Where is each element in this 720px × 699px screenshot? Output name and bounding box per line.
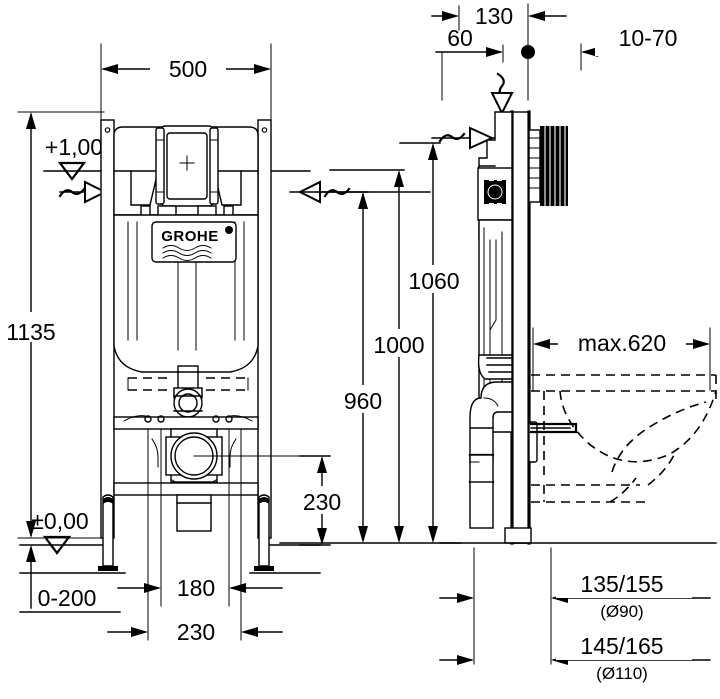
dim-height-1135: 1135: [2, 111, 105, 539]
level-marker-zero: ±0,00: [19, 508, 321, 555]
dim-label-1000: 1000: [373, 332, 424, 358]
flush-pipe-connection: [127, 365, 249, 418]
wall-reference-node: [521, 45, 535, 59]
dim-label-230-vertical: 230: [303, 489, 341, 515]
flush-outlet-side: [468, 354, 513, 529]
front-elevation-view: 500 1135 +1,00: [2, 43, 462, 645]
dim-outlet-135-155: 135/155 (Ø90): [439, 547, 711, 621]
side-section-view: 130 60 10-70: [431, 3, 717, 683]
dim-label-60: 60: [447, 25, 473, 51]
frame-mid-rail: [113, 415, 259, 430]
grohe-logo-dot: [225, 226, 233, 234]
valve-assembly: [484, 176, 506, 208]
dim-height-1000: 1000: [329, 169, 428, 543]
dim-label-1060: 1060: [408, 268, 459, 294]
water-supply-symbol-side: [431, 126, 516, 150]
dim-spacing-230-horizontal: 230: [107, 429, 283, 645]
outlet-bend: [151, 428, 301, 488]
dim-outlet-145-165: 145/165 (Ø110): [439, 619, 711, 683]
dim-label-1135: 1135: [6, 319, 55, 345]
level-label-plus-100: +1,00: [45, 134, 103, 160]
dim-label-230-horizontal: 230: [177, 619, 215, 645]
dim-height-1060: 1060: [399, 142, 462, 543]
frame-feet: [19, 494, 321, 574]
grohe-logo-plate: [151, 221, 237, 263]
frame-vertical-rails: [100, 119, 272, 539]
dim-label-10-70: 10-70: [619, 25, 678, 51]
dim-height-960: 960: [299, 191, 390, 543]
dim-label-500: 500: [169, 56, 207, 82]
dim-label-130: 130: [475, 3, 513, 29]
grohe-wave-icon: [162, 245, 212, 261]
brand-logo-text: GROHE: [161, 228, 219, 245]
dim-label-180: 180: [177, 575, 215, 601]
dim-label-135-155: 135/155: [580, 571, 663, 597]
frame-lower-rail: [113, 482, 259, 496]
dim-label-960: 960: [344, 388, 382, 414]
wall-centre-line: [521, 3, 535, 101]
outlet-spigot: [176, 494, 212, 532]
dim-floor-adjust-0-200: 0-200: [19, 545, 121, 613]
dim-label-max-620: max.620: [578, 330, 666, 356]
dim-label-145-165: 145/165: [580, 633, 663, 659]
dim-label-135-155-dia: (Ø90): [600, 602, 643, 621]
water-supply-symbol-top: [490, 72, 514, 116]
dim-depth-130: 130: [431, 3, 567, 31]
dim-depth-60: 60: [435, 25, 504, 101]
pipe-corrugation: [486, 357, 513, 373]
dim-label-0-200: 0-200: [38, 585, 97, 611]
dim-label-145-165-dia: (Ø110): [596, 664, 648, 683]
dim-width-500: 500: [100, 43, 272, 121]
dim-wall-10-70: 10-70: [580, 25, 705, 71]
dim-projection-max-620: max.620: [532, 326, 711, 391]
wc-bowl-outline: [528, 374, 717, 503]
level-label-zero: ±0,00: [31, 508, 88, 534]
actuation-plate: [528, 126, 568, 206]
cistern-body: GROHE: [113, 125, 259, 373]
dim-outlet-230-vertical: 230: [299, 455, 346, 546]
